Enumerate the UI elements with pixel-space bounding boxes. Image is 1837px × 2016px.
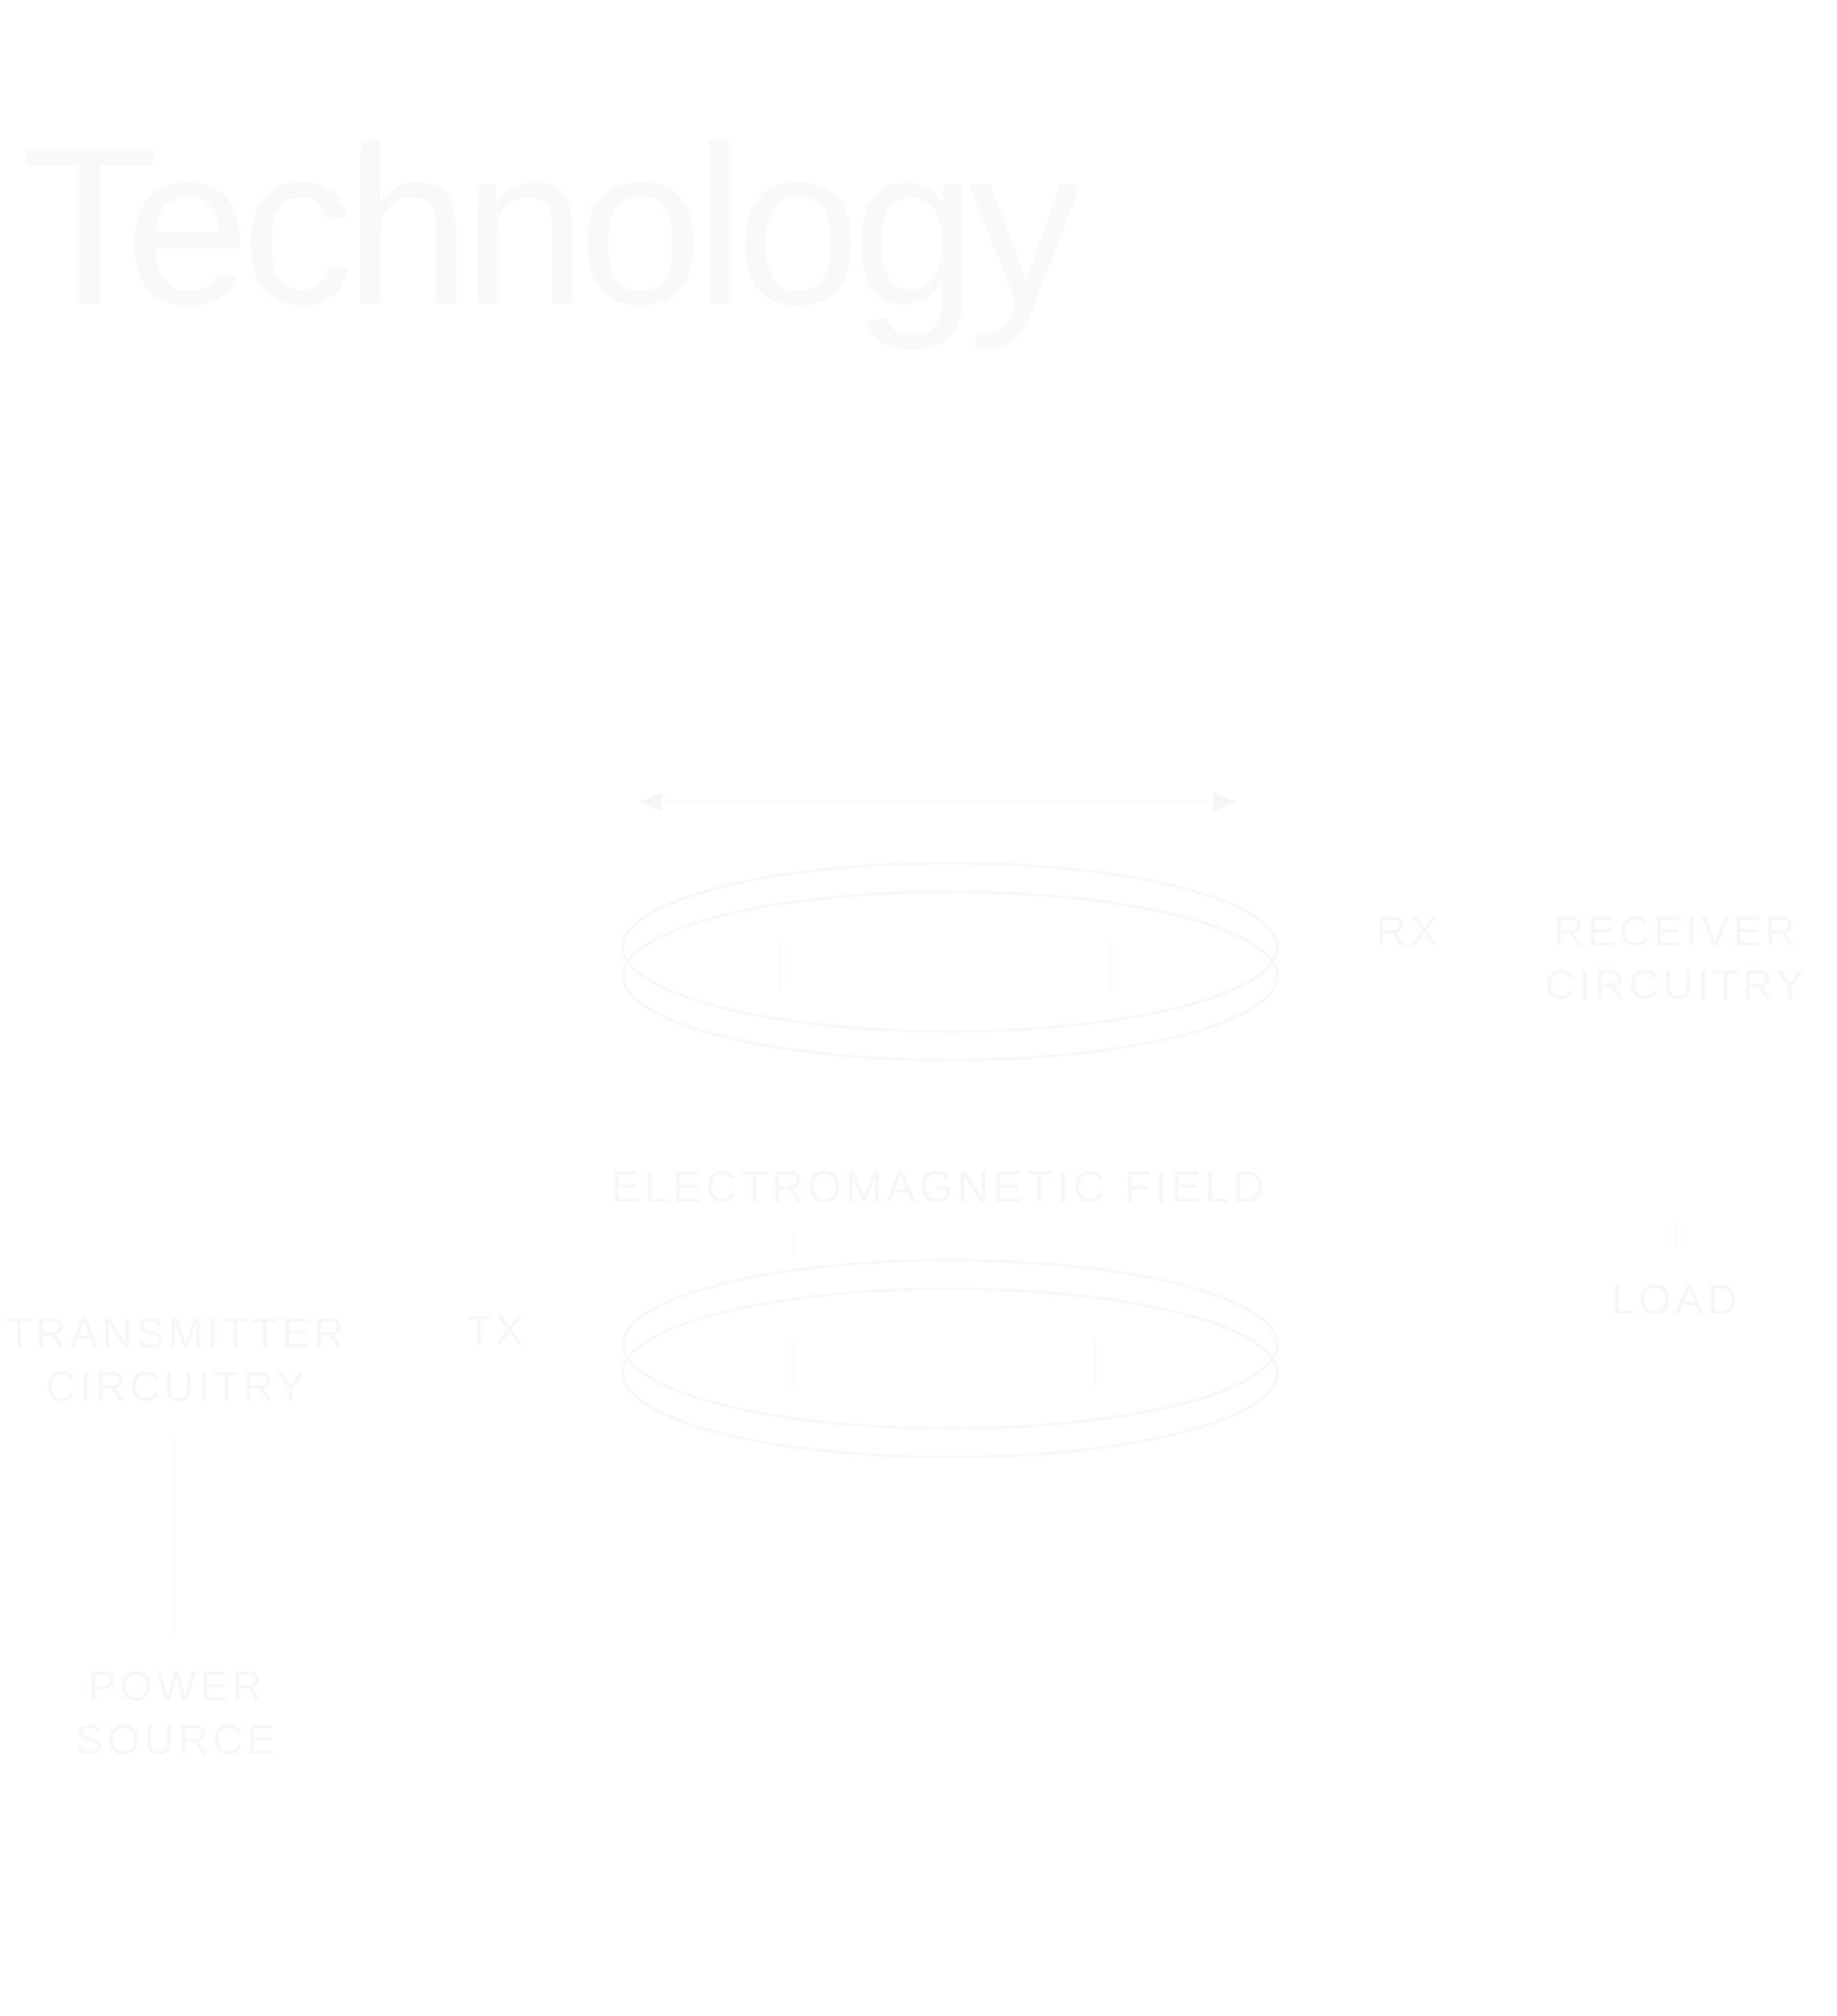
transmitter-circuitry-label-line2: CIRCUITRY — [46, 1363, 309, 1410]
rx-coil — [621, 861, 1279, 1062]
rx-coil-ring-bottom — [621, 890, 1279, 1062]
receiver-circuitry-label-line1: RECEIVER — [1554, 908, 1800, 955]
tx-label: TX — [466, 1307, 527, 1354]
field-label: ELECTROMAGNETIC FIELD — [610, 1162, 1268, 1211]
rx-coil-ring-top — [621, 861, 1279, 1033]
arrow-right-icon — [1213, 792, 1236, 811]
arrow-left-icon — [639, 792, 662, 811]
tx-coil-ring-bottom — [621, 1287, 1279, 1459]
transmitter-circuitry-label-line1: TRANSMITTER — [7, 1310, 348, 1357]
receiver-circuitry-label-line2: CIRCUITRY — [1545, 962, 1808, 1008]
page-title: Technology — [21, 100, 1081, 351]
rx-label: RX — [1376, 908, 1442, 955]
flow-arrows — [639, 792, 1236, 811]
tx-coil-ring-top — [621, 1258, 1279, 1430]
power-source-label-line1: POWER — [88, 1663, 266, 1710]
tx-coil — [621, 1258, 1279, 1459]
load-label: LOAD — [1611, 1276, 1741, 1323]
power-source-label-line2: SOURCE — [76, 1717, 278, 1763]
